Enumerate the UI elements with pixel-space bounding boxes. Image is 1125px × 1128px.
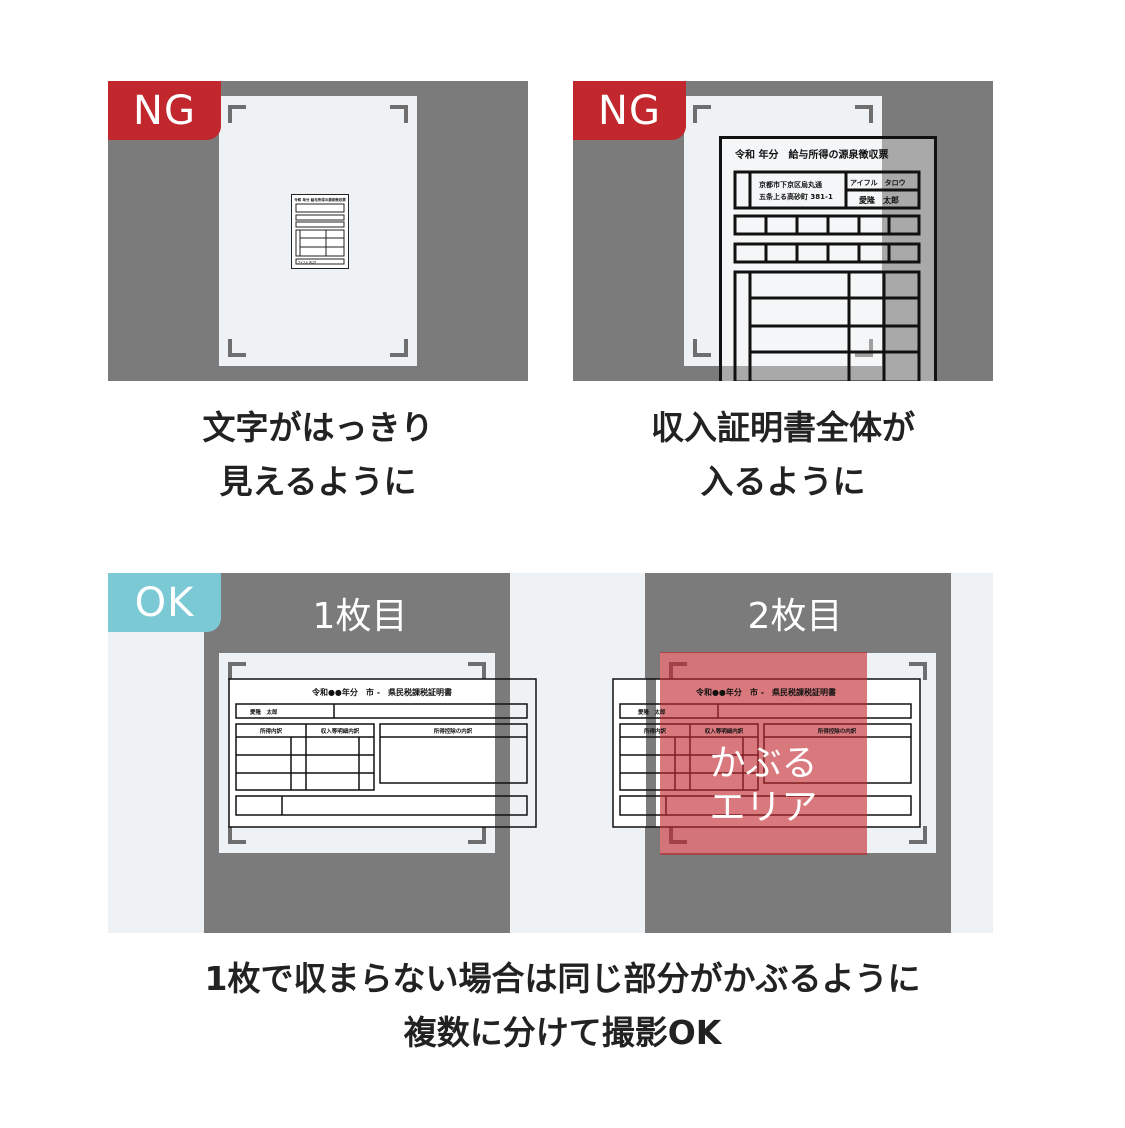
caption-line: 入るように	[700, 462, 866, 501]
col-deduction: 所得控除の内訳	[434, 727, 473, 735]
ok-badge: OK	[108, 573, 221, 632]
caption-whole-document: 収入証明書全体が 入るように	[583, 401, 983, 509]
frame-corner	[855, 339, 873, 357]
sheet2-label: 2枚目	[747, 596, 843, 637]
frame-corner	[228, 826, 246, 844]
tax-certificate-part2: 令和●●年分 市 - 県民税課税証明書 愛隆 太郎 所得内訳 収入等明細内訳 所…	[638, 687, 857, 735]
frame-corner	[390, 339, 408, 357]
name-kana: アイフル タロウ	[850, 178, 906, 187]
col-income: 所得内訳	[260, 727, 283, 735]
ng-badge: NG	[108, 81, 221, 140]
camera-frame: 令和 年分 給与所得の源泉徴収票 アイフル タロウ	[219, 96, 417, 366]
ng-panel-text-clarity: 令和 年分 給与所得の源泉徴収票 アイフル タロウ	[108, 81, 528, 381]
doc-name: 愛隆 太郎	[638, 708, 666, 716]
frame-corner	[909, 826, 927, 844]
sheet1-label: 1枚目	[312, 596, 408, 637]
frame-corner	[468, 662, 486, 680]
doc-name: 愛隆 太郎	[250, 708, 278, 716]
caption-text-clarity: 文字がはっきり 見えるように	[118, 401, 518, 509]
frame-corner	[228, 105, 246, 123]
frame-corner	[228, 339, 246, 357]
address-line: 五条上る高砂町 381-1	[759, 192, 833, 201]
ng-badge: NG	[573, 81, 686, 140]
doc-title: 令和 年分 給与所得の源泉徴収票	[293, 197, 346, 202]
caption-line: 複数に分けて撮影OK	[403, 1013, 722, 1052]
oversized-document: 令和 年分 給与所得の源泉徴収票 京都市下京区烏丸通 五条上る高砂町 381-1…	[719, 136, 937, 381]
doc-title: 令和 年分 給与所得の源泉徴収票	[734, 148, 888, 161]
caption-line: 文字がはっきり	[202, 408, 434, 447]
tax-certificate-part1: 令和●●年分 市 - 県民税課税証明書 愛隆 太郎 所得内訳 収入等明細内訳 所…	[228, 678, 537, 828]
col-deduction: 所得控除の内訳	[818, 727, 857, 735]
address-line: 京都市下京区烏丸通	[759, 180, 823, 189]
caption-multi-shot: 1枚で収まらない場合は同じ部分がかぶるように 複数に分けて撮影OK	[60, 952, 1065, 1060]
frame-corner	[390, 105, 408, 123]
frame-corner	[468, 826, 486, 844]
overlap-area: かぶる エリア	[660, 652, 867, 855]
overlap-label: かぶる	[709, 743, 818, 784]
col-income: 所得内訳	[644, 727, 667, 735]
col-revenue: 収入等明細内訳	[321, 727, 360, 735]
caption-line: 1枚で収まらない場合は同じ部分がかぶるように	[204, 959, 921, 998]
ok-panel-multi-shot: 1枚目 2枚目 令和●●年分 市 - 県民税課税証明書 愛隆 太郎 所得内訳 収…	[108, 573, 993, 933]
caption-line: 見えるように	[219, 462, 417, 501]
doc-title: 令和●●年分 市 - 県民税課税証明書	[311, 687, 452, 697]
doc-title: 令和●●年分 市 - 県民税課税証明書	[695, 687, 836, 697]
frame-corner	[228, 662, 246, 680]
small-document: 令和 年分 給与所得の源泉徴収票 アイフル タロウ	[291, 194, 349, 269]
frame-corner	[909, 662, 927, 680]
overlap-label: エリア	[709, 787, 818, 828]
col-revenue: 収入等明細内訳	[705, 727, 744, 735]
frame-corner	[693, 105, 711, 123]
frame-corner	[855, 105, 873, 123]
frame-corner	[693, 339, 711, 357]
caption-line: 収入証明書全体が	[651, 408, 915, 447]
doc-footer: アイフル タロウ	[298, 260, 317, 264]
name-kanji: 愛隆 太郎	[859, 195, 899, 205]
